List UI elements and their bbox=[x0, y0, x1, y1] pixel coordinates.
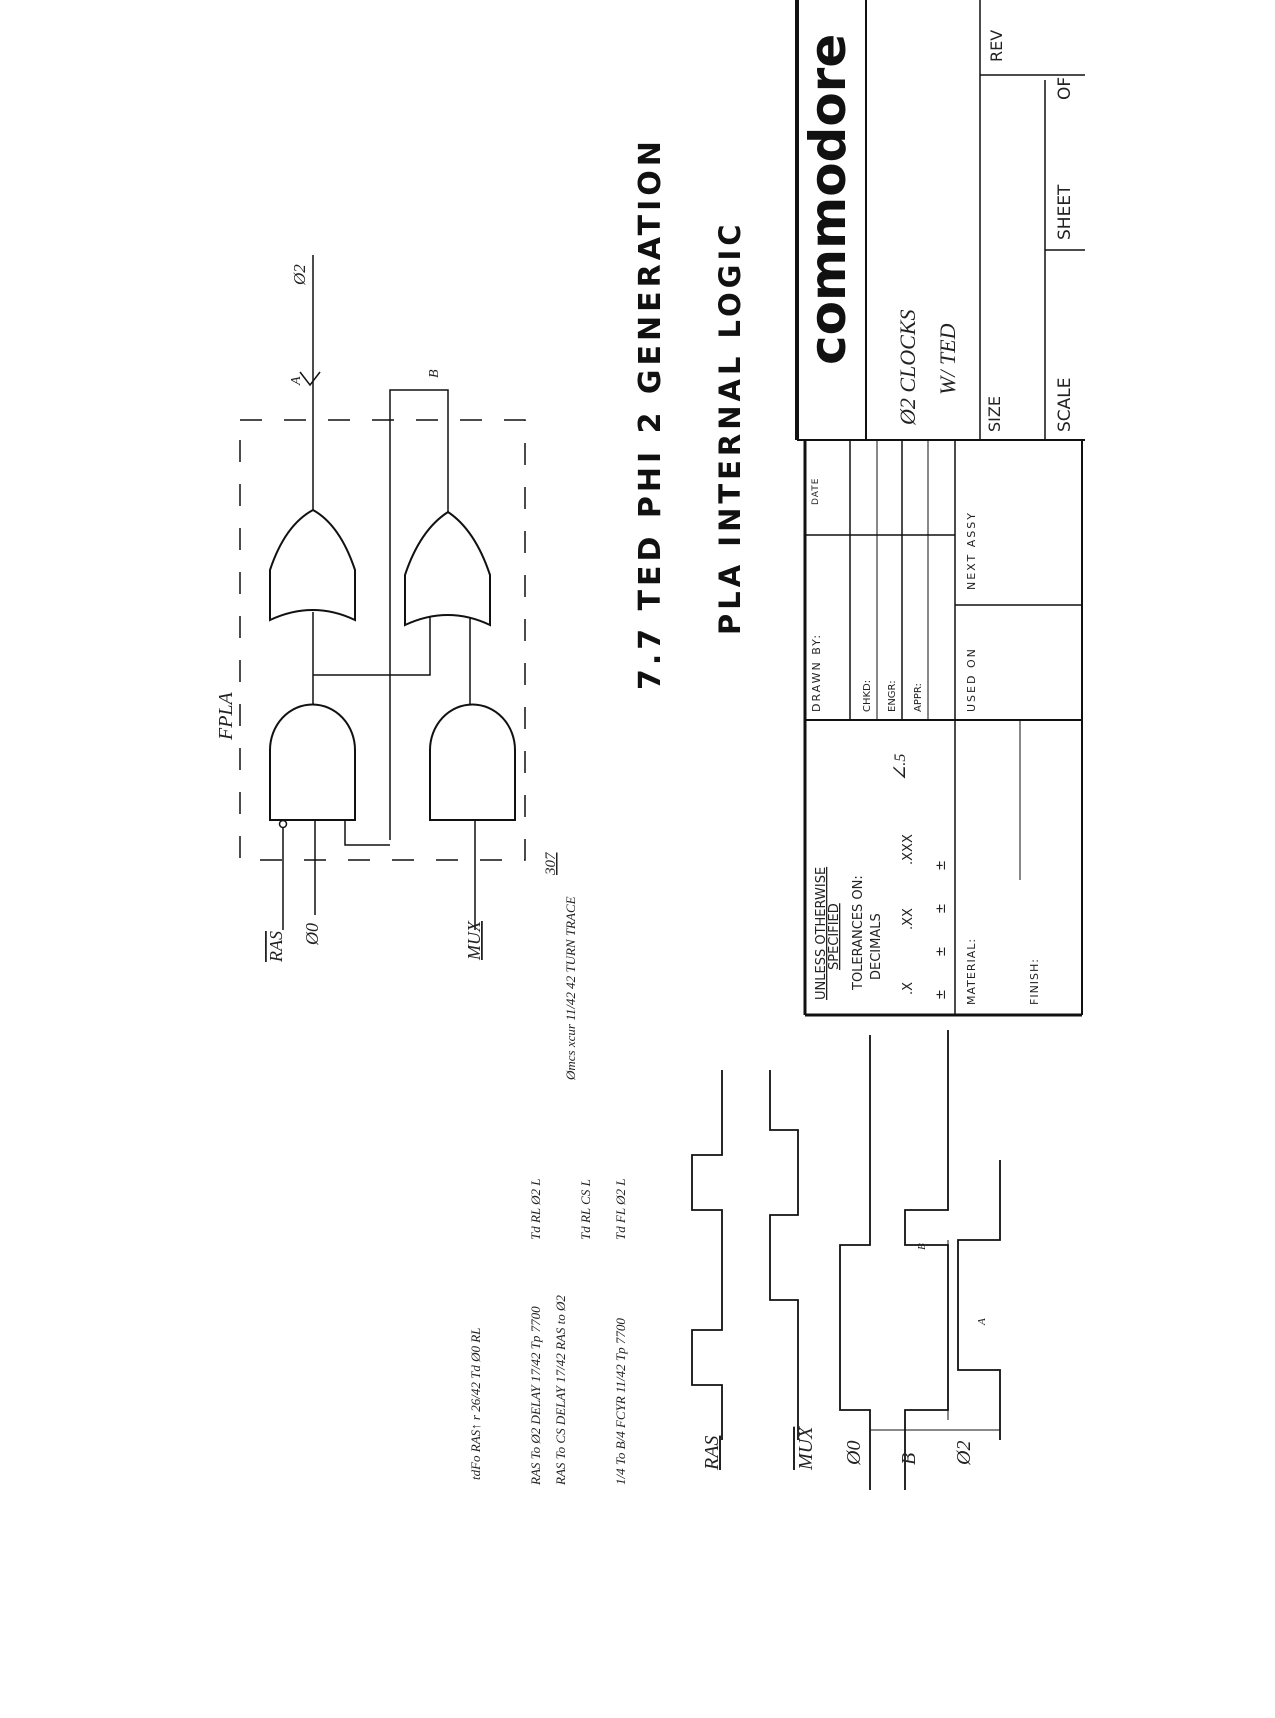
label-appr: APPR: bbox=[913, 683, 924, 712]
tol-angle: ∠.5 bbox=[892, 754, 909, 780]
note-8: Ømcs xcur 11/42 42 TURN TRACE bbox=[563, 896, 578, 1081]
and-gate-1 bbox=[269, 703, 356, 821]
signal-phi0-label: Ø0 bbox=[843, 1441, 865, 1466]
note-7: Td FL Ø2 L bbox=[613, 1178, 628, 1240]
timing-mark-a: A bbox=[976, 1318, 988, 1326]
waveform-ras bbox=[691, 1070, 723, 1440]
signal-ras-label: RAS bbox=[701, 1436, 723, 1471]
drawing-title-1: Ø2 CLOCKS bbox=[895, 309, 920, 426]
and-gate-2 bbox=[429, 703, 516, 821]
signal-mux-label: MUX bbox=[795, 1426, 817, 1471]
tol-xxx: .XXX bbox=[901, 834, 916, 865]
tol-xx: .XX bbox=[901, 908, 916, 930]
label-decimals: DECIMALS bbox=[869, 913, 884, 980]
label-size: SIZE bbox=[985, 396, 1004, 432]
or-gate-2 bbox=[404, 510, 491, 627]
label-of: OF bbox=[1055, 77, 1075, 100]
fpla-label: FPLA bbox=[215, 691, 237, 741]
label-used-on: USED ON bbox=[965, 647, 978, 712]
note-4: 1/4 To B/4 FCYR 11/42 Tp 7700 bbox=[613, 1318, 628, 1485]
page-title: 7.7 TED PHI 2 GENERATION bbox=[633, 137, 668, 690]
waveform-mux bbox=[769, 1070, 799, 1440]
part-number: 307 bbox=[543, 851, 559, 876]
waveform-b bbox=[904, 1030, 949, 1490]
label-sheet: SHEET bbox=[1055, 184, 1075, 240]
label-material: MATERIAL: bbox=[965, 938, 978, 1005]
output-phi2-label: Ø2 bbox=[290, 264, 309, 286]
company-logo: commodore bbox=[799, 34, 857, 365]
label-finish: FINISH: bbox=[1028, 958, 1041, 1005]
drawing-title-2: W/ TED bbox=[935, 323, 960, 395]
label-drawn-by: DRAWN BY: bbox=[810, 633, 823, 712]
input-mux-label: MUX bbox=[464, 920, 484, 961]
label-engr: ENGR: bbox=[887, 680, 898, 712]
note-3: RAS To CS DELAY 17/42 RAS to Ø2 bbox=[553, 1295, 568, 1486]
or-gate-1 bbox=[269, 508, 356, 622]
signal-phi2-label: Ø2 bbox=[953, 1441, 975, 1466]
node-b-label: B bbox=[427, 369, 442, 378]
label-date: DATE bbox=[811, 478, 821, 505]
label-next-assy: NEXT ASSY bbox=[965, 511, 978, 590]
fpla-boundary bbox=[239, 419, 526, 861]
label-specified: SPECIFIED bbox=[827, 903, 842, 970]
waveform-phi2 bbox=[957, 1160, 1001, 1440]
timing-diagram: RAS MUX Ø0 B Ø2 B A bbox=[691, 1030, 1001, 1490]
input-phi0-label: Ø0 bbox=[302, 923, 322, 946]
arrow-a bbox=[299, 371, 321, 387]
label-chkd: CHKD: bbox=[862, 680, 873, 712]
label-scale: SCALE bbox=[1055, 377, 1075, 432]
timing-notes: tdFo RAS↑ r 26/42 Td Ø0 RL RAS To Ø2 DEL… bbox=[468, 896, 628, 1486]
note-1: tdFo RAS↑ r 26/42 Td Ø0 RL bbox=[468, 1328, 483, 1480]
logic-schematic: FPLA Ø2 A B RAS Ø0 MUX 307 bbox=[215, 255, 559, 963]
tol-x: .X bbox=[901, 982, 916, 995]
waveform-phi0 bbox=[839, 1035, 871, 1490]
note-6: Td RL CS L bbox=[578, 1179, 593, 1240]
label-tolerances: TOLERANCES ON: bbox=[851, 875, 866, 991]
label-rev: REV bbox=[987, 30, 1006, 62]
page-subtitle: PLA INTERNAL LOGIC bbox=[713, 220, 747, 635]
note-2: RAS To Ø2 DELAY 17/42 Tp 7700 bbox=[528, 1306, 543, 1486]
signal-b-label: B bbox=[898, 1453, 920, 1465]
inverter-bubble bbox=[278, 819, 288, 829]
note-5: Td RL Ø2 L bbox=[528, 1178, 543, 1240]
title-block: commodore Ø2 CLOCKS W/ TED SIZE REV SCAL… bbox=[795, 0, 1085, 1017]
timing-mark-b: B bbox=[916, 1243, 928, 1250]
label-unless: UNLESS OTHERWISE bbox=[814, 867, 829, 1000]
input-ras-label: RAS bbox=[266, 931, 286, 963]
tol-plusminus: ± ± ± ± bbox=[934, 846, 949, 1000]
node-a-label: A bbox=[289, 376, 304, 386]
